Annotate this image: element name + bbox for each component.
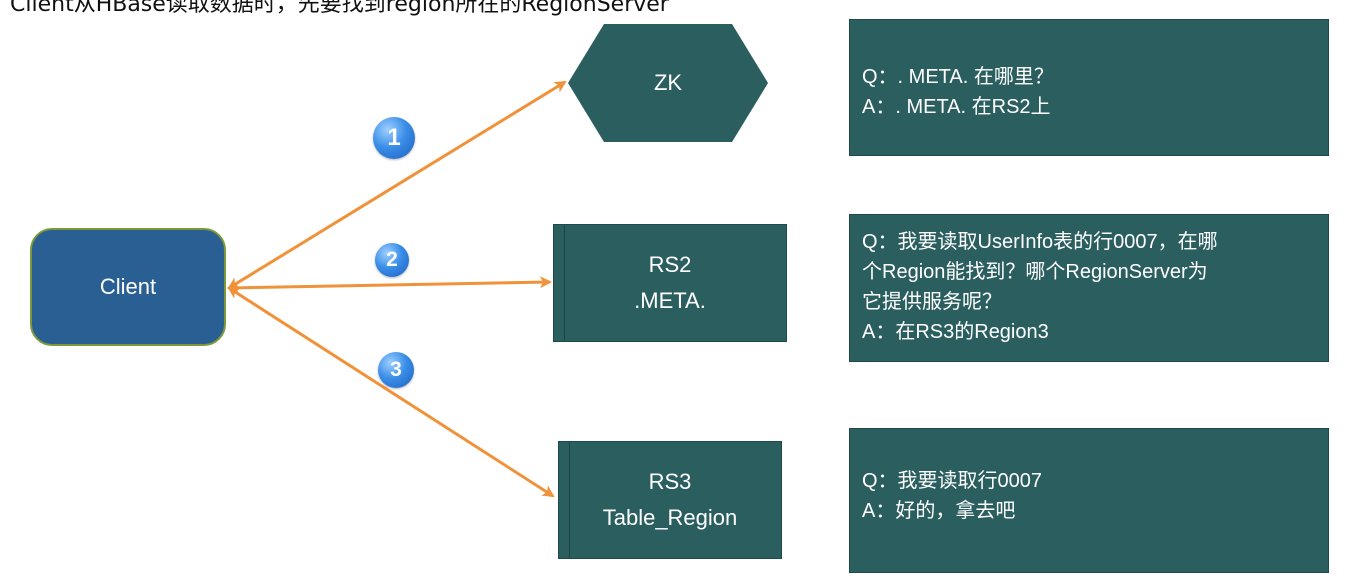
client-node: Client [30, 228, 226, 346]
step-3-badge: 3 [378, 352, 414, 388]
zk-dialog-note: Q：. META. 在哪里？ A：. META. 在RS2上 [849, 19, 1329, 156]
rs3-label: RS3 [648, 469, 692, 494]
rs2-dialog-note: Q：我要读取UserInfo表的行0007，在哪 个Region能找到？哪个Re… [849, 214, 1329, 362]
zk-node: ZK [568, 24, 768, 142]
rs3-answer: A：好的，拿去吧 [862, 500, 1016, 522]
arrow-client-rs2 [227, 276, 552, 294]
meta-label: .META. [634, 288, 706, 313]
arrow-client-rs3 [227, 286, 555, 498]
zk-answer: A：. META. 在RS2上 [862, 96, 1051, 118]
rs3-dialog-note: Q：我要读取行0007 A：好的，拿去吧 [849, 428, 1329, 573]
rs3-question: Q：我要读取行0007 [862, 470, 1043, 492]
rs2-answer: A：在RS3的Region3 [862, 321, 1049, 343]
rs2-question-line-2: 个Region能找到？哪个RegionServer为 [862, 261, 1208, 283]
rs3-table-region-node: RS3 Table_Region [558, 441, 782, 559]
rs2-question-line-1: Q：我要读取UserInfo表的行0007，在哪 [862, 231, 1218, 253]
top-caption: Client从HBase读取数据时，先要找到region所在的RegionSer… [10, 0, 669, 17]
rs2-label: RS2 [648, 252, 692, 277]
zk-question: Q：. META. 在哪里？ [862, 66, 1054, 88]
rs2-meta-node: RS2 .META. [553, 224, 787, 342]
arrow-client-zk [227, 80, 567, 290]
table-region-label: Table_Region [602, 505, 738, 530]
rs2-question-line-3: 它提供服务呢？ [862, 291, 1002, 313]
step-2-badge: 2 [375, 243, 409, 277]
step-1-badge: 1 [373, 117, 415, 159]
